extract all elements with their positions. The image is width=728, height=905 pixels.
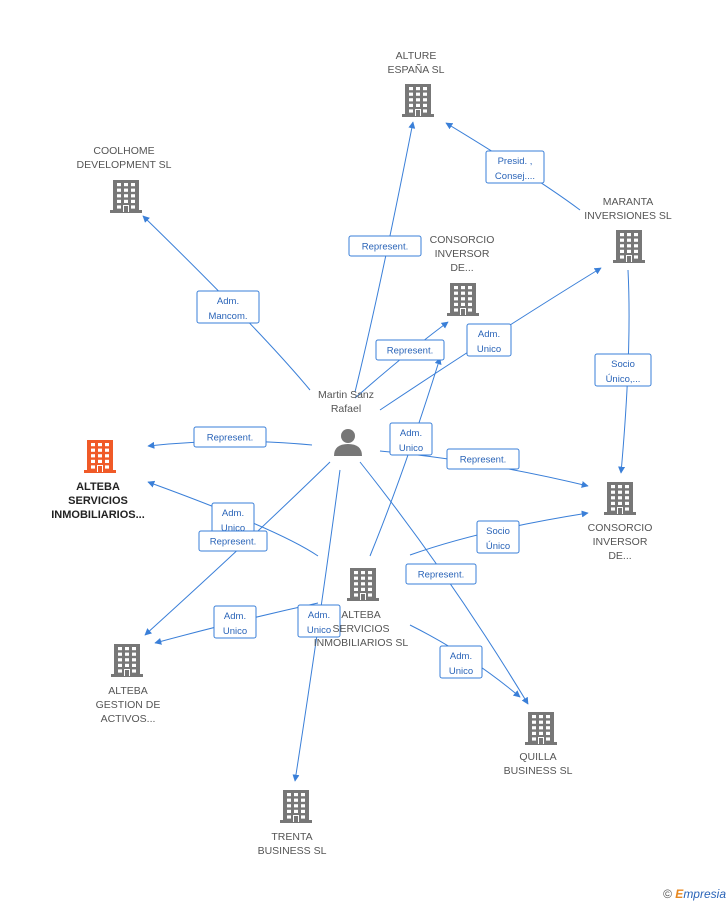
- node-label: CONSORCIO: [430, 234, 495, 246]
- node-label: COOLHOME: [93, 145, 154, 157]
- node-consorcio1[interactable]: CONSORCIO INVERSOR DE...: [430, 234, 495, 316]
- building-icon: [613, 230, 645, 263]
- relation-label-text: Consej....: [495, 171, 535, 182]
- relation-label[interactable]: Represent.: [405, 563, 477, 585]
- node-alteba_gestion[interactable]: ALTEBA GESTION DE ACTIVOS...: [96, 644, 161, 725]
- relation-label-text: Adm.: [450, 651, 472, 662]
- relation-label-text: Unico: [399, 443, 423, 454]
- node-label: DE...: [608, 550, 631, 562]
- relation-arrow: [369, 357, 442, 557]
- relation-label[interactable]: Adm. Unico: [389, 422, 433, 456]
- relation-label-text: Socio: [611, 359, 635, 370]
- node-label: BUSINESS SL: [258, 845, 327, 857]
- node-label: INMOBILIARIOS...: [51, 509, 145, 521]
- node-label: TRENTA: [271, 831, 312, 843]
- person-icon: [334, 429, 362, 456]
- building-icon: [402, 84, 434, 117]
- node-label: INMOBILIARIOS SL: [314, 637, 409, 649]
- building-icon: [604, 482, 636, 515]
- node-label: ALTEBA: [76, 481, 120, 493]
- relation-label-text: Represent.: [418, 570, 464, 581]
- relation-label-text: Presid. ,: [498, 156, 533, 167]
- relation-label-text: Adm.: [308, 610, 330, 621]
- node-label: SERVICIOS: [68, 495, 128, 507]
- node-label: Martin Sanz: [318, 389, 374, 401]
- node-label: QUILLA: [519, 751, 556, 763]
- building-icon: [447, 283, 479, 316]
- node-label: INVERSIONES SL: [584, 210, 672, 222]
- relation-label-text: Adm.: [400, 428, 422, 439]
- node-label: INVERSOR: [593, 536, 648, 548]
- node-label: GESTION DE: [96, 699, 161, 711]
- relation-label[interactable]: Adm. Unico: [297, 604, 341, 638]
- relation-label-text: Represent.: [387, 346, 433, 357]
- node-label: INVERSOR: [435, 248, 490, 260]
- empresia-logo-initial: E: [675, 887, 684, 901]
- node-label: DE...: [450, 262, 473, 274]
- relation-label[interactable]: Represent.: [198, 530, 268, 552]
- relation-label-text: Adm.: [478, 329, 500, 340]
- building-icon: [84, 440, 116, 473]
- relation-label-text: Adm.: [217, 296, 239, 307]
- relation-label-text: Socio: [486, 526, 510, 537]
- empresia-footer[interactable]: © Empresia: [663, 887, 726, 901]
- relation-label-text: Único: [486, 541, 510, 552]
- relation-label[interactable]: SocioÚnico,...: [594, 353, 652, 387]
- node-label: ALTEBA: [108, 685, 148, 697]
- relation-label-text: Adm.: [222, 508, 244, 519]
- building-icon: [525, 712, 557, 745]
- node-label: Rafael: [331, 403, 361, 415]
- relation-label-text: Único,...: [606, 374, 641, 385]
- node-label: ACTIVOS...: [101, 713, 156, 725]
- relation-label-text: Represent.: [210, 537, 256, 548]
- node-label: SERVICIOS: [333, 623, 390, 635]
- node-trenta[interactable]: TRENTA BUSINESS SL: [258, 790, 327, 857]
- node-alteba_main[interactable]: ALTEBA SERVICIOS INMOBILIARIOS...: [51, 440, 145, 521]
- relation-label-text: Mancom.: [208, 311, 247, 322]
- node-coolhome[interactable]: COOLHOME DEVELOPMENT SL: [77, 145, 172, 213]
- node-label: CONSORCIO: [588, 522, 653, 534]
- relation-label[interactable]: Adm. Mancom.: [196, 290, 260, 324]
- relation-label-text: Unico: [477, 344, 501, 355]
- relation-label[interactable]: Represent.: [193, 426, 267, 448]
- node-consorcio2[interactable]: CONSORCIO INVERSOR DE...: [588, 482, 653, 562]
- relation-label-text: Unico: [449, 666, 473, 677]
- relation-label-text: Unico: [223, 626, 247, 637]
- relation-label-text: Unico: [221, 523, 245, 534]
- node-label: ALTEBA: [341, 609, 381, 621]
- node-label: ESPAÑA SL: [387, 63, 444, 76]
- node-maranta[interactable]: MARANTA INVERSIONES SL: [584, 196, 672, 263]
- node-quilla[interactable]: QUILLA BUSINESS SL: [504, 712, 573, 777]
- node-label: MARANTA: [603, 196, 654, 208]
- building-icon: [110, 180, 142, 213]
- node-label: ALTURE: [396, 50, 437, 62]
- relation-label-text: Represent.: [362, 242, 408, 253]
- building-icon: [111, 644, 143, 677]
- node-label: DEVELOPMENT SL: [77, 159, 172, 171]
- relation-label[interactable]: Adm. Unico: [213, 605, 257, 639]
- relation-label[interactable]: Represent.: [348, 235, 422, 257]
- relation-label[interactable]: Presid. , Consej....: [485, 150, 545, 184]
- relation-label-text: Represent.: [207, 433, 253, 444]
- copyright-icon: ©: [663, 887, 672, 901]
- empresia-logo-text: mpresia: [683, 887, 726, 901]
- node-alteba_sl[interactable]: ALTEBA SERVICIOS INMOBILIARIOS SL: [314, 568, 409, 649]
- node-label: BUSINESS SL: [504, 765, 573, 777]
- relation-label[interactable]: Adm. Unico: [439, 645, 483, 679]
- relation-label-text: Unico: [307, 625, 331, 636]
- relation-arrow: [147, 480, 319, 557]
- relation-label[interactable]: Represent.: [446, 448, 520, 470]
- relation-label[interactable]: Represent.: [375, 339, 445, 361]
- relation-label-text: Adm.: [224, 611, 246, 622]
- building-icon: [347, 568, 379, 601]
- building-icon: [280, 790, 312, 823]
- relation-label[interactable]: Adm. Unico: [466, 323, 512, 357]
- relation-label[interactable]: Adm. Unico: [211, 502, 255, 536]
- relation-arrow: [354, 121, 416, 393]
- relation-label-text: Represent.: [460, 455, 506, 466]
